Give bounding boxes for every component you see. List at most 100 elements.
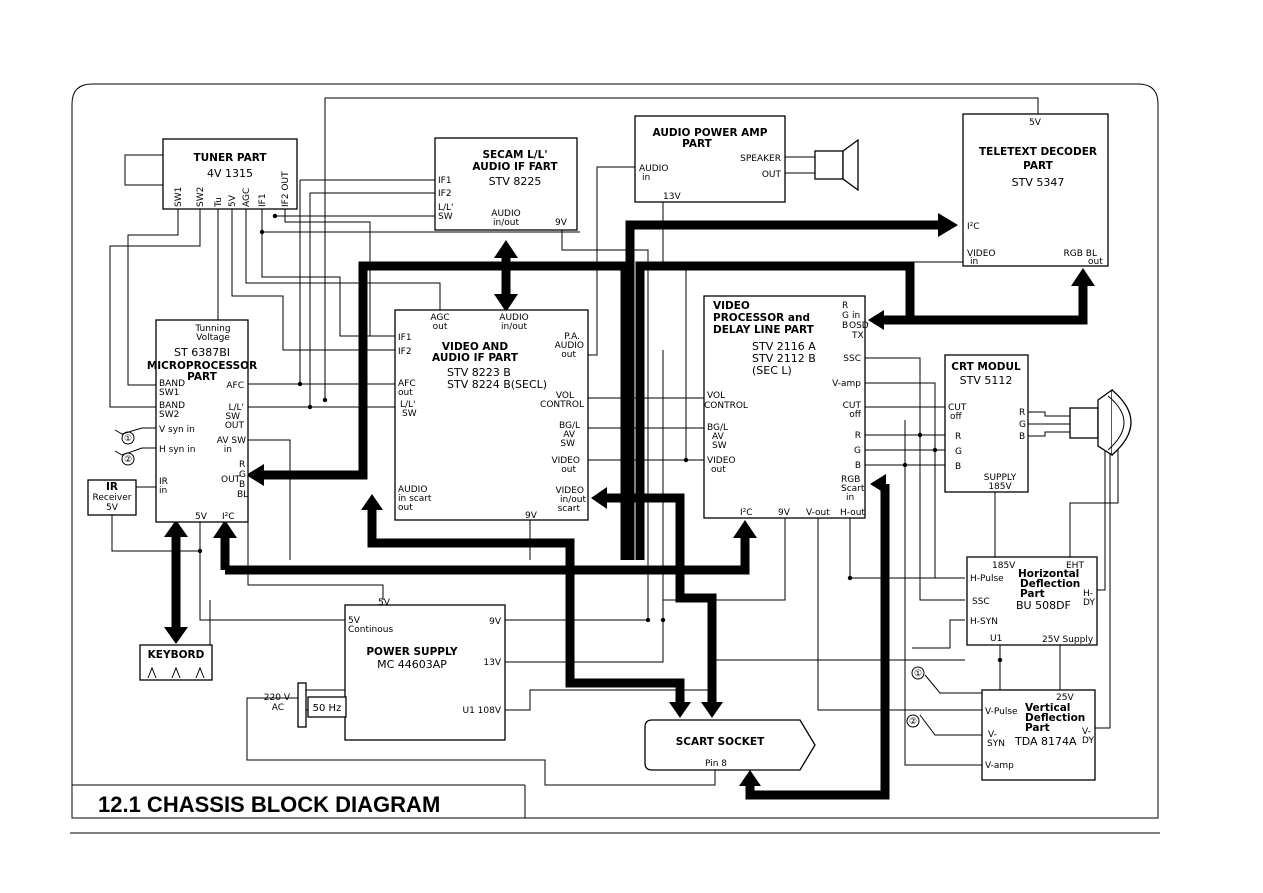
mp-av2: in bbox=[224, 445, 232, 455]
tuner-pin-if1: IF1 bbox=[258, 193, 268, 207]
marker-1-left: ① ② bbox=[114, 427, 143, 466]
crt-r-out: R bbox=[1019, 408, 1025, 418]
secam-title2: AUDIO IF FART bbox=[472, 161, 558, 173]
hd-hdy2: DY bbox=[1083, 598, 1095, 608]
secam-title1: SECAM L/L' bbox=[482, 149, 547, 161]
psu-5vc1: 5V bbox=[348, 616, 361, 626]
tuner-pin-agc: AGC bbox=[242, 188, 252, 207]
vif-bg3: SW bbox=[560, 439, 575, 449]
vif-ll2: SW bbox=[402, 409, 417, 419]
vif-model2: STV 8224 B(SECL) bbox=[447, 378, 547, 391]
mp-5v: 5V bbox=[195, 512, 208, 522]
vp-model1: STV 2116 A bbox=[752, 340, 816, 353]
ir-5v: 5V bbox=[106, 503, 119, 513]
crt-supply1: SUPPLY bbox=[984, 473, 1017, 483]
vd-vsyn1: V- bbox=[988, 730, 997, 740]
secam-if2: IF2 bbox=[438, 189, 452, 199]
vd-title1: Vertical bbox=[1025, 702, 1070, 714]
tuner-part: TUNER PART 4V 1315 SW1 SW2 Tu 5V AGC IF1… bbox=[124, 138, 298, 210]
crt-cut2: off bbox=[950, 412, 963, 422]
vp-rgbs3: in bbox=[846, 493, 854, 503]
crt-b-out: B bbox=[1019, 432, 1025, 442]
vp-vol1: VOL bbox=[707, 391, 725, 401]
tt-video2: in bbox=[970, 257, 978, 267]
vif-model1: STV 8223 B bbox=[447, 366, 511, 379]
vp-g: G bbox=[854, 446, 861, 456]
psu-u1: U1 108V bbox=[462, 706, 501, 716]
mp-b: B bbox=[239, 480, 245, 490]
tuner-pin-if2: IF2 OUT bbox=[281, 171, 291, 207]
vp-bg2: AV bbox=[712, 432, 725, 442]
mp-tv2: Voltage bbox=[196, 333, 230, 343]
vif-vs2: in/out bbox=[560, 495, 586, 505]
vp-vid2: out bbox=[711, 465, 726, 475]
vif-pa1: P.A. bbox=[564, 332, 580, 342]
vp-r-in: R bbox=[842, 301, 848, 311]
keyboard: KEYBORD bbox=[139, 644, 213, 681]
vertical-deflection: 25V V-Pulse V- SYN V-amp Vertical Deflec… bbox=[981, 689, 1096, 781]
tuner-pin-sw1: SW1 bbox=[174, 187, 184, 207]
vd-vdy2: DY bbox=[1082, 736, 1094, 746]
microprocessor-part: Tunning Voltage ST 6387BI MICROPROCESSOR… bbox=[147, 319, 257, 523]
vp-g-in: G bbox=[842, 311, 849, 321]
crt-title: CRT MODUL bbox=[951, 361, 1021, 373]
scart-pin8: Pin 8 bbox=[705, 759, 727, 769]
vp-b: B bbox=[855, 461, 861, 471]
junction-dots bbox=[197, 213, 1003, 663]
amp-13v: 13V bbox=[663, 192, 681, 202]
crt-cut1: CUT bbox=[948, 403, 967, 413]
vif-ll1: L/L' bbox=[400, 400, 416, 410]
vif-audio2: in/out bbox=[501, 322, 527, 332]
mp-tv1: Tunning bbox=[194, 324, 230, 334]
vif-title2: AUDIO IF PART bbox=[432, 352, 519, 364]
mp-ll2: SW bbox=[225, 412, 240, 422]
vp-i2c: I²C bbox=[740, 508, 753, 518]
amp-audio-in1: AUDIO bbox=[639, 164, 668, 174]
hd-ssc: SSC bbox=[972, 597, 990, 607]
vp-rgbs1: RGB bbox=[841, 475, 860, 485]
vp-bg1: BG/L bbox=[707, 423, 728, 433]
vp-9v: 9V bbox=[778, 508, 791, 518]
psu-5vc2: Continous bbox=[348, 625, 393, 635]
hd-u1: U1 bbox=[990, 634, 1002, 644]
vd-vdy1: V- bbox=[1082, 727, 1091, 737]
psu-13v: 13V bbox=[483, 658, 501, 668]
vif-afc2: out bbox=[398, 388, 413, 398]
mp-ll3: OUT bbox=[225, 421, 245, 431]
vp-in: in bbox=[852, 311, 860, 321]
vif-if1: IF1 bbox=[398, 333, 412, 343]
ac-220v: 220 V bbox=[264, 693, 291, 703]
hd-hsyn: H-SYN bbox=[970, 617, 998, 627]
tt-title2: PART bbox=[1023, 160, 1053, 172]
marker2-right: ② bbox=[909, 717, 917, 727]
hd-model: BU 508DF bbox=[1016, 599, 1071, 612]
vif-as3: out bbox=[398, 503, 413, 513]
tt-i2c: I²C bbox=[967, 222, 980, 232]
crt-b: B bbox=[955, 462, 961, 472]
vp-vamp: V-amp bbox=[832, 379, 861, 389]
thin-wires bbox=[109, 97, 1119, 786]
tuner-pin-sw2: SW2 bbox=[196, 187, 206, 207]
vif-pa2: AUDIO bbox=[555, 341, 584, 351]
arrow-heads bbox=[164, 213, 1095, 786]
vd-title2: Deflection bbox=[1025, 712, 1085, 724]
mp-g: G bbox=[239, 470, 246, 480]
vif-vol1: VOL bbox=[556, 391, 574, 401]
diagram-frame bbox=[71, 83, 1159, 819]
mp-bl: BL bbox=[237, 490, 248, 500]
vif-vs1: VIDEO bbox=[555, 486, 584, 496]
tuner-pin-tu: Tu bbox=[214, 197, 224, 208]
vif-vid1: VIDEO bbox=[551, 456, 580, 466]
amp-audio-in2: in bbox=[642, 173, 650, 183]
vif-bg2: AV bbox=[563, 430, 576, 440]
vif-bg1: BG/L bbox=[559, 421, 580, 431]
crt-g: G bbox=[955, 447, 962, 457]
vp-vout: V-out bbox=[806, 508, 830, 518]
vd-vamp: V-amp bbox=[985, 761, 1014, 771]
mp-ir1: IR bbox=[159, 477, 168, 487]
secam-if1: IF1 bbox=[438, 176, 452, 186]
crt-model: STV 5112 bbox=[960, 374, 1013, 387]
scart-title: SCART SOCKET bbox=[676, 736, 765, 748]
vp-osd: OSD bbox=[849, 321, 869, 331]
